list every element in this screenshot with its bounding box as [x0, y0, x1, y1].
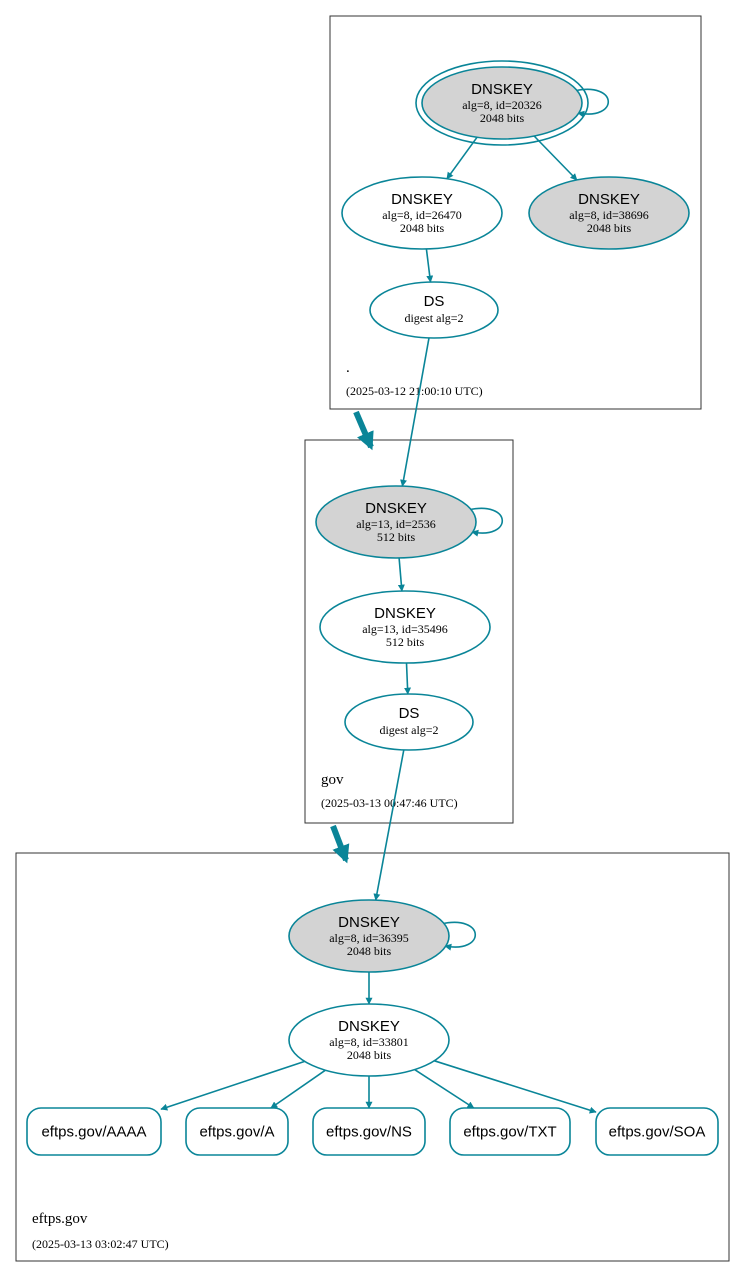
zone-box — [329, 15, 702, 410]
rrset-box — [26, 1107, 162, 1156]
rrset-label: eftps.gov/TXT — [463, 1124, 556, 1141]
node-title: DNSKEY — [338, 1018, 400, 1035]
node-detail: digest alg=2 — [404, 311, 463, 325]
zone-box — [304, 439, 514, 824]
zone-eftps: eftps.gov (2025-03-13 03:02:47 UTC) — [15, 852, 730, 1262]
trust-anchor-ring — [415, 60, 589, 146]
node-detail: alg=8, id=38696 — [569, 208, 649, 222]
node-ellipse — [315, 485, 477, 559]
signature-edge — [414, 1068, 475, 1109]
signature-edge — [373, 749, 405, 901]
self-signature-loop — [573, 88, 610, 118]
node-ellipse — [288, 1003, 450, 1077]
node-ellipse — [421, 66, 583, 140]
zone-timestamp: (2025-03-13 03:02:47 UTC) — [32, 1237, 169, 1251]
zone-name: . — [346, 360, 350, 376]
rrset-box — [185, 1107, 289, 1156]
zone-name: eftps.gov — [32, 1211, 88, 1227]
signature-edge — [533, 135, 578, 181]
node-ellipse — [319, 590, 491, 664]
node-detail: alg=8, id=26470 — [382, 208, 462, 222]
signature-edge — [404, 662, 412, 695]
node-title: DNSKEY — [578, 191, 640, 208]
rrset-box — [449, 1107, 571, 1156]
zone-root: . (2025-03-12 21:00:10 UTC) — [329, 15, 702, 410]
zone-name: gov — [321, 772, 344, 788]
node-bits: 2048 bits — [480, 111, 525, 125]
signature-edge — [270, 1069, 326, 1109]
node-detail: digest alg=2 — [379, 723, 438, 737]
signature-edge — [397, 557, 405, 592]
node-ellipse — [369, 281, 499, 339]
signature-edge — [425, 248, 434, 283]
node-bits: 2048 bits — [400, 221, 445, 235]
rrset-box — [595, 1107, 719, 1156]
node-title: DNSKEY — [338, 914, 400, 931]
node-title: DS — [424, 293, 445, 310]
signature-edge — [400, 337, 430, 487]
signature-edge — [446, 136, 478, 180]
self-signature-loop — [467, 507, 504, 537]
self-signature-loop — [440, 921, 477, 951]
signature-edge — [160, 1060, 305, 1111]
node-title: DNSKEY — [365, 500, 427, 517]
node-title: DS — [399, 705, 420, 722]
node-title: DNSKEY — [374, 605, 436, 622]
node-ellipse — [344, 693, 474, 751]
rrset-label: eftps.gov/A — [199, 1124, 274, 1141]
rrset-label: eftps.gov/AAAA — [41, 1124, 146, 1141]
rrset-node-rr-soa[interactable]: eftps.gov/SOA — [595, 1107, 719, 1156]
node-detail: alg=13, id=2536 — [356, 517, 436, 531]
node-bits: 2048 bits — [347, 944, 392, 958]
node-detail: alg=8, id=33801 — [329, 1035, 409, 1049]
node-ellipse — [341, 176, 503, 250]
node-detail: alg=13, id=35496 — [362, 622, 448, 636]
rrset-label: eftps.gov/SOA — [609, 1124, 706, 1141]
node-ellipse — [528, 176, 690, 250]
node-bits: 2048 bits — [347, 1048, 392, 1062]
node-bits: 512 bits — [377, 530, 416, 544]
zone-timestamp: (2025-03-12 21:00:10 UTC) — [346, 384, 483, 398]
node-detail: alg=8, id=20326 — [462, 98, 542, 112]
delegation-arrow — [330, 824, 350, 864]
delegation-arrow — [353, 410, 374, 451]
node-title: DNSKEY — [471, 81, 533, 98]
node-title: DNSKEY — [391, 191, 453, 208]
zone-timestamp: (2025-03-13 00:47:46 UTC) — [321, 796, 458, 810]
zone-box — [15, 852, 730, 1262]
zone-gov: gov (2025-03-13 00:47:46 UTC) — [304, 439, 514, 824]
rrset-node-rr-aaaa[interactable]: eftps.gov/AAAA — [26, 1107, 162, 1156]
rrset-label: eftps.gov/NS — [326, 1124, 412, 1141]
rrset-node-rr-txt[interactable]: eftps.gov/TXT — [449, 1107, 571, 1156]
signature-edge — [434, 1060, 597, 1114]
node-detail: alg=8, id=36395 — [329, 931, 409, 945]
rrset-node-rr-a[interactable]: eftps.gov/A — [185, 1107, 289, 1156]
node-ellipse — [288, 899, 450, 973]
rrset-box — [312, 1107, 426, 1156]
rrset-node-rr-ns[interactable]: eftps.gov/NS — [312, 1107, 426, 1156]
node-bits: 512 bits — [386, 635, 425, 649]
node-bits: 2048 bits — [587, 221, 632, 235]
